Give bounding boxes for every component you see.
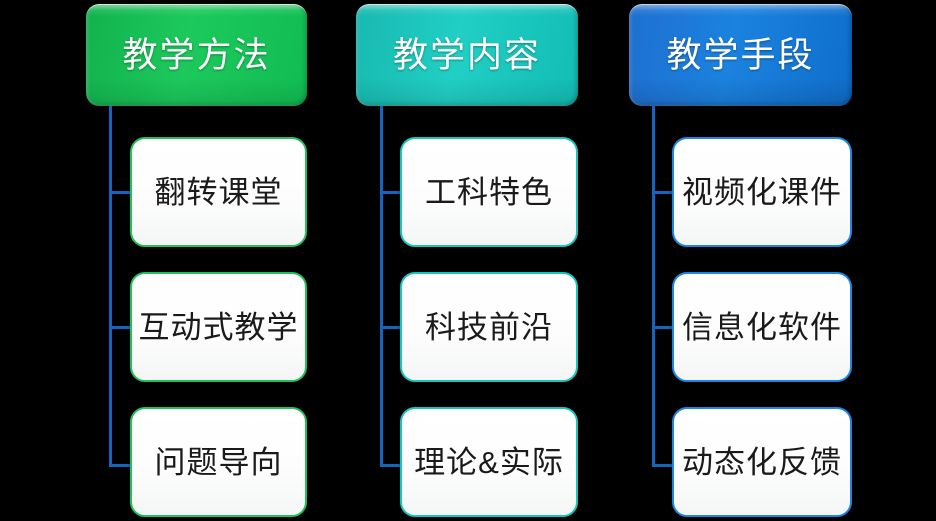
connector-branch-teaching-means-3	[652, 464, 675, 467]
leaf-node-label: 科技前沿	[425, 309, 553, 345]
leaf-node-teaching-content-2[interactable]: 科技前沿	[400, 272, 578, 382]
leaf-node-label: 视频化课件	[682, 174, 842, 210]
leaf-node-teaching-methods-2[interactable]: 互动式教学	[130, 272, 307, 382]
leaf-node-label: 翻转课堂	[154, 174, 283, 210]
connector-trunk-teaching-methods	[109, 106, 112, 467]
connector-trunk-teaching-means	[652, 106, 655, 467]
leaf-node-teaching-means-3[interactable]: 动态化反馈	[672, 407, 852, 517]
connector-branch-teaching-methods-3	[109, 464, 132, 467]
leaf-node-label: 理论&实际	[414, 444, 564, 480]
header-node-teaching-content[interactable]: 教学内容	[356, 4, 578, 106]
header-node-teaching-methods[interactable]: 教学方法	[86, 4, 307, 106]
connector-branch-teaching-means-1	[652, 191, 675, 194]
leaf-node-label: 互动式教学	[138, 309, 299, 345]
leaf-node-teaching-content-3[interactable]: 理论&实际	[400, 407, 578, 517]
connector-branch-teaching-means-2	[652, 326, 675, 329]
leaf-node-teaching-content-1[interactable]: 工科特色	[400, 137, 578, 247]
leaf-node-teaching-methods-1[interactable]: 翻转课堂	[130, 137, 307, 247]
header-node-label: 教学内容	[392, 35, 541, 75]
leaf-node-label: 信息化软件	[682, 309, 842, 345]
leaf-node-teaching-methods-3[interactable]: 问题导向	[130, 407, 307, 517]
connector-branch-teaching-methods-1	[109, 191, 132, 194]
leaf-node-label: 问题导向	[154, 444, 283, 480]
leaf-node-teaching-means-1[interactable]: 视频化课件	[672, 137, 852, 247]
header-node-label: 教学方法	[122, 35, 271, 75]
leaf-node-label: 工科特色	[425, 174, 553, 210]
header-node-teaching-means[interactable]: 教学手段	[629, 4, 852, 106]
connector-branch-teaching-methods-2	[109, 326, 132, 329]
connector-branch-teaching-content-2	[380, 326, 403, 329]
leaf-node-teaching-means-2[interactable]: 信息化软件	[672, 272, 852, 382]
connector-branch-teaching-content-1	[380, 191, 403, 194]
header-node-label: 教学手段	[666, 35, 815, 75]
leaf-node-label: 动态化反馈	[682, 444, 842, 480]
connector-branch-teaching-content-3	[380, 464, 403, 467]
connector-trunk-teaching-content	[380, 106, 383, 467]
